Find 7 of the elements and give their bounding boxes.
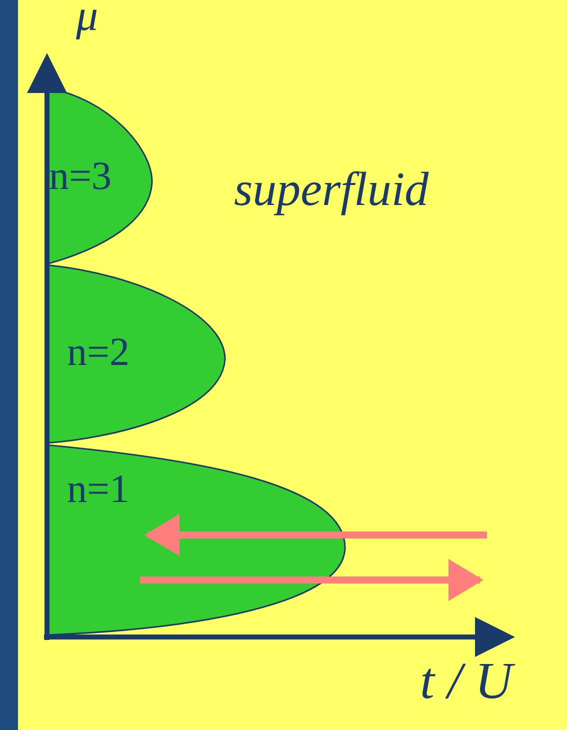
- axis-label: μ: [76, 0, 98, 38]
- region-label: superfluid: [234, 166, 429, 214]
- lobe-label: n=3: [49, 156, 112, 196]
- phase-lobe: [47, 264, 227, 444]
- lobe-label: n=1: [67, 469, 130, 509]
- phase-lobe: [47, 444, 347, 636]
- lobe-label: n=2: [67, 332, 130, 372]
